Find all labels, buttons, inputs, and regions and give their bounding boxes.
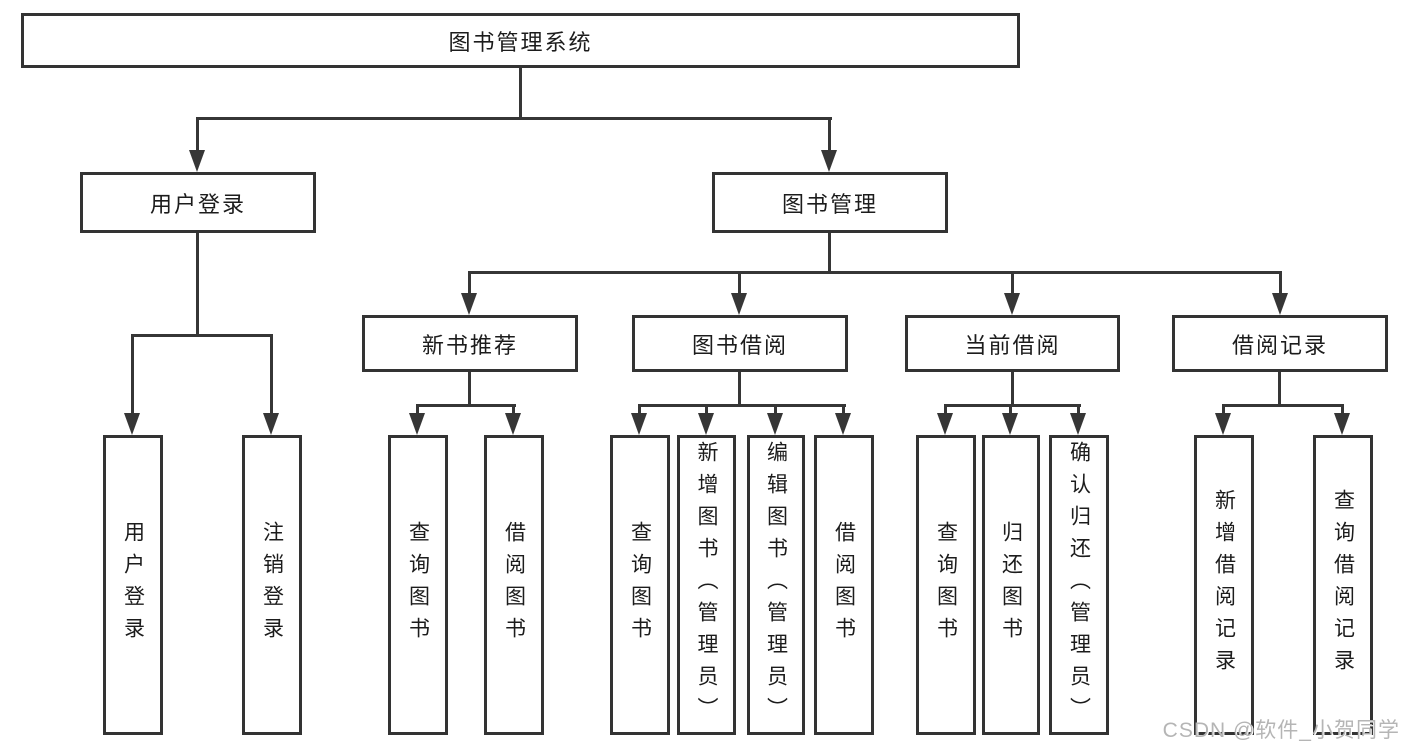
connector-root-vline [519,68,522,120]
arrow-down-icon [461,293,477,315]
connector-stub [842,404,845,416]
arrow-down-icon [937,413,953,435]
arrow-down-icon [698,413,714,435]
leaf-borrow-books-recommend-label: 借阅图书 [502,521,526,649]
arrow-down-icon [263,413,279,435]
node-user-login-label: 用户登录 [149,191,246,217]
connector-stub [131,334,134,414]
leaf-query-books-borrow: 查询图书 [610,435,670,735]
connector-user-login-hline [131,334,273,337]
connector-current-borrow-vline [1011,372,1014,407]
node-borrow-records-label: 借阅记录 [1231,332,1328,358]
leaf-edit-books-admin: 编辑图书（管理员） [747,435,805,735]
connector-stub [512,404,515,416]
leaf-add-books-admin: 新增图书（管理员） [677,435,736,735]
connector-book-mgmt-hline [468,271,1282,274]
leaf-return-books-label: 归还图书 [999,521,1023,649]
arrow-down-icon [1070,413,1086,435]
connector-stub [1009,404,1012,416]
leaf-edit-books-admin-label: 编辑图书（管理员） [764,441,788,729]
leaf-query-books-recommend-label: 查询图书 [406,521,430,649]
leaf-add-borrow-record-label: 新增借阅记录 [1212,489,1236,681]
leaf-logout-login-label: 注销登录 [260,521,284,649]
connector-book-mgmt-vline [828,233,831,274]
connector-stub [270,334,273,414]
leaf-add-books-admin-label: 新增图书（管理员） [695,441,718,729]
node-current-borrow: 当前借阅 [905,315,1120,372]
connector-book-borrow-hline [638,404,846,407]
connector-stub [738,271,741,295]
leaf-query-books-borrow-label: 查询图书 [628,521,652,649]
arrow-down-icon [124,413,140,435]
node-root-label: 图书管理系统 [448,29,593,55]
node-book-borrow: 图书借阅 [632,315,848,372]
arrow-down-icon [821,150,837,172]
leaf-return-books: 归还图书 [982,435,1040,735]
arrow-down-icon [189,150,205,172]
connector-new-book-vline [468,372,471,407]
arrow-down-icon [1004,293,1020,315]
connector-new-book-hline [416,404,516,407]
arrow-down-icon [1272,293,1288,315]
connector-stub [1222,404,1225,416]
leaf-query-books-current-label: 查询图书 [934,521,958,649]
node-new-book-recommend: 新书推荐 [362,315,578,372]
connector-stub [468,271,471,295]
leaf-borrow-books: 借阅图书 [814,435,874,735]
connector-stub [1011,271,1014,295]
connector-root-hline [196,117,832,120]
connector-borrow-records-hline [1222,404,1344,407]
connector-stub [638,404,641,416]
arrow-down-icon [631,413,647,435]
connector-stub [1279,271,1282,295]
connector-stub [774,404,777,416]
arrow-down-icon [731,293,747,315]
connector-stub [1077,404,1080,416]
node-book-borrow-label: 图书借阅 [691,332,788,358]
connector-stub [196,117,199,153]
leaf-confirm-return-admin-label: 确认归还（管理员） [1067,441,1091,729]
connector-stub [1341,404,1344,416]
connector-stub [416,404,419,416]
leaf-confirm-return-admin: 确认归还（管理员） [1049,435,1109,735]
connector-stub [828,117,831,153]
leaf-logout-login: 注销登录 [242,435,302,735]
node-user-login: 用户登录 [80,172,316,233]
arrow-down-icon [767,413,783,435]
connector-book-borrow-vline [738,372,741,407]
arrow-down-icon [409,413,425,435]
node-current-borrow-label: 当前借阅 [964,332,1061,358]
leaf-query-books-current: 查询图书 [916,435,976,735]
leaf-add-borrow-record: 新增借阅记录 [1194,435,1254,735]
watermark: CSDN @软件_小贺同学 [1162,719,1400,742]
arrow-down-icon [505,413,521,435]
arrow-down-icon [1334,413,1350,435]
node-root: 图书管理系统 [21,13,1020,68]
node-borrow-records: 借阅记录 [1172,315,1388,372]
arrow-down-icon [1215,413,1231,435]
node-new-book-recommend-label: 新书推荐 [421,332,518,358]
arrow-down-icon [835,413,851,435]
connector-current-borrow-hline [944,404,1081,407]
connector-borrow-records-vline [1278,372,1281,407]
leaf-query-borrow-record: 查询借阅记录 [1313,435,1373,735]
node-book-management-label: 图书管理 [781,191,878,217]
node-book-management: 图书管理 [712,172,948,233]
arrow-down-icon [1002,413,1018,435]
connector-user-login-vline [196,233,199,337]
leaf-user-login-label: 用户登录 [121,521,145,649]
connector-stub [944,404,947,416]
leaf-borrow-books-recommend: 借阅图书 [484,435,544,735]
connector-stub [705,404,708,416]
leaf-query-borrow-record-label: 查询借阅记录 [1331,489,1355,681]
leaf-borrow-books-label: 借阅图书 [832,521,856,649]
leaf-user-login: 用户登录 [103,435,163,735]
leaf-query-books-recommend: 查询图书 [388,435,448,735]
